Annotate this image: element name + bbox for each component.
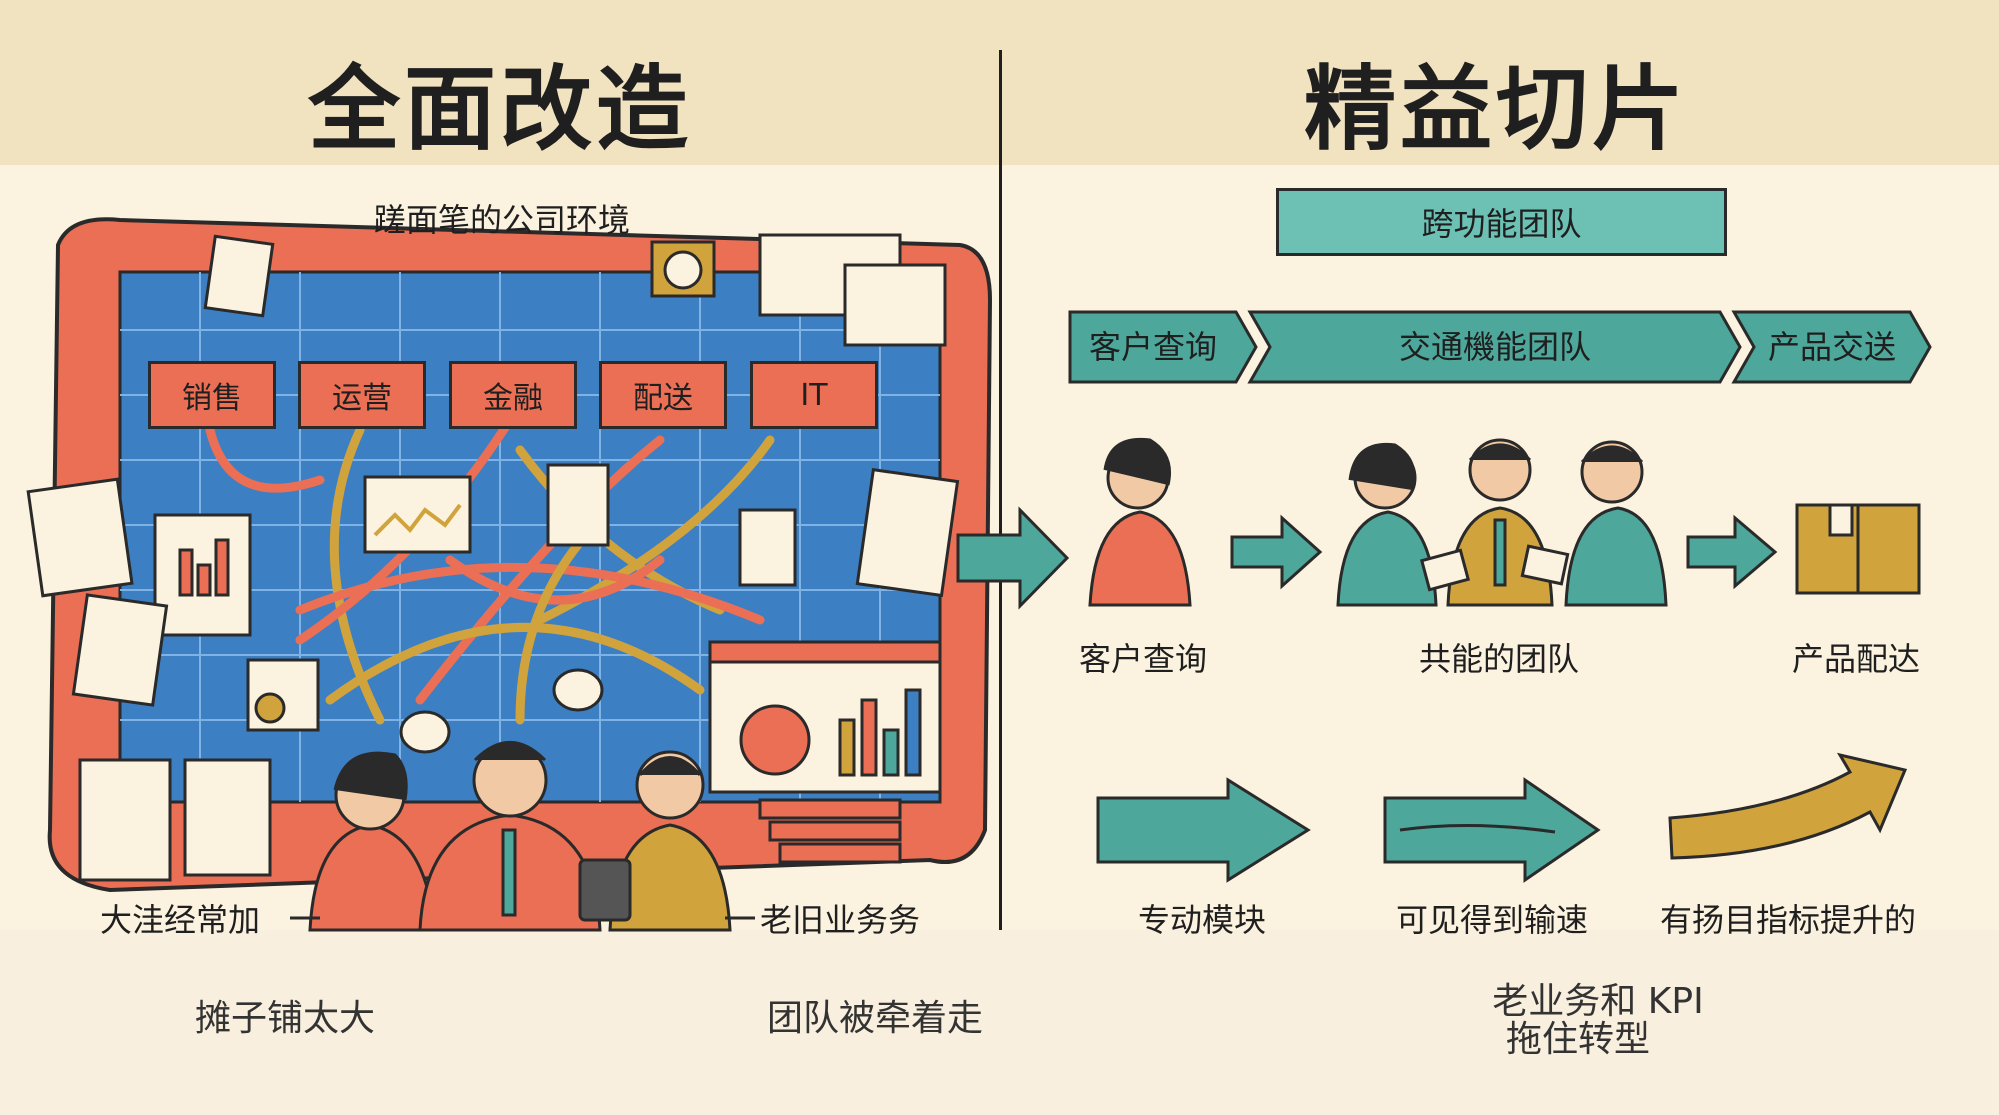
cross-functional-team-box: 跨功能团队 (1276, 188, 1727, 256)
customer-person (1088, 437, 1192, 607)
progress-arrow-2 (1383, 777, 1601, 883)
left-caption: 大洼经常加 (100, 901, 261, 939)
transition-arrow-icon (956, 506, 1070, 610)
dept-box-delivery: 配送 (599, 361, 727, 429)
team-people (1336, 438, 1668, 607)
bottom-center-text: 团队被牵着走 (766, 998, 984, 1039)
metric-label-2: 可见得到输速 (1395, 901, 1589, 939)
dept-box-sales: 销售 (148, 361, 276, 429)
dept-box-finance: 金融 (449, 361, 577, 429)
speech-bubble-icon (399, 710, 451, 754)
chevron-2 (1247, 310, 1742, 384)
bottom-left-text: 摊子铺太大 (194, 998, 376, 1039)
speech-bubble-icon (552, 668, 604, 712)
chevron-1 (1068, 310, 1258, 384)
arrow-icon (1686, 514, 1778, 590)
dept-box-it: IT (750, 361, 878, 429)
growth-arrow (1668, 752, 1908, 860)
chevron-label-3: 产品交送 (1767, 328, 1897, 366)
chevron-3 (1731, 310, 1932, 384)
center-divider (999, 50, 1002, 930)
metric-label-3: 有扬目指标提升的 (1659, 901, 1917, 939)
people-label-team: 共能的团队 (1418, 640, 1580, 678)
right-title: 精益切片 (1303, 56, 1688, 163)
left-title: 全面改造 (307, 56, 692, 163)
arrow-icon (1230, 514, 1323, 590)
left-subtitle: 蹉面笔的公司环境 (373, 201, 631, 239)
chevron-label-1: 客户查询 (1088, 328, 1218, 366)
dept-box-operations: 运营 (298, 361, 426, 429)
footer-band (0, 930, 1999, 1115)
metric-label-1: 专动模块 (1137, 901, 1267, 939)
package-box-icon (1795, 503, 1921, 595)
chevron-label-2: 交通機能团队 (1398, 328, 1592, 366)
stressed-people (308, 741, 732, 932)
right-caption: 老旧业务务 (760, 901, 921, 939)
people-label-customer: 客户查询 (1078, 640, 1208, 678)
progress-arrow-1 (1096, 777, 1311, 883)
document-icons (26, 233, 960, 882)
people-label-delivery: 产品配达 (1791, 640, 1921, 678)
bottom-right-text-line1: 老业务和 KPI (1492, 981, 1704, 1022)
bottom-right-text-line2: 拖住转型 (1505, 1019, 1651, 1060)
